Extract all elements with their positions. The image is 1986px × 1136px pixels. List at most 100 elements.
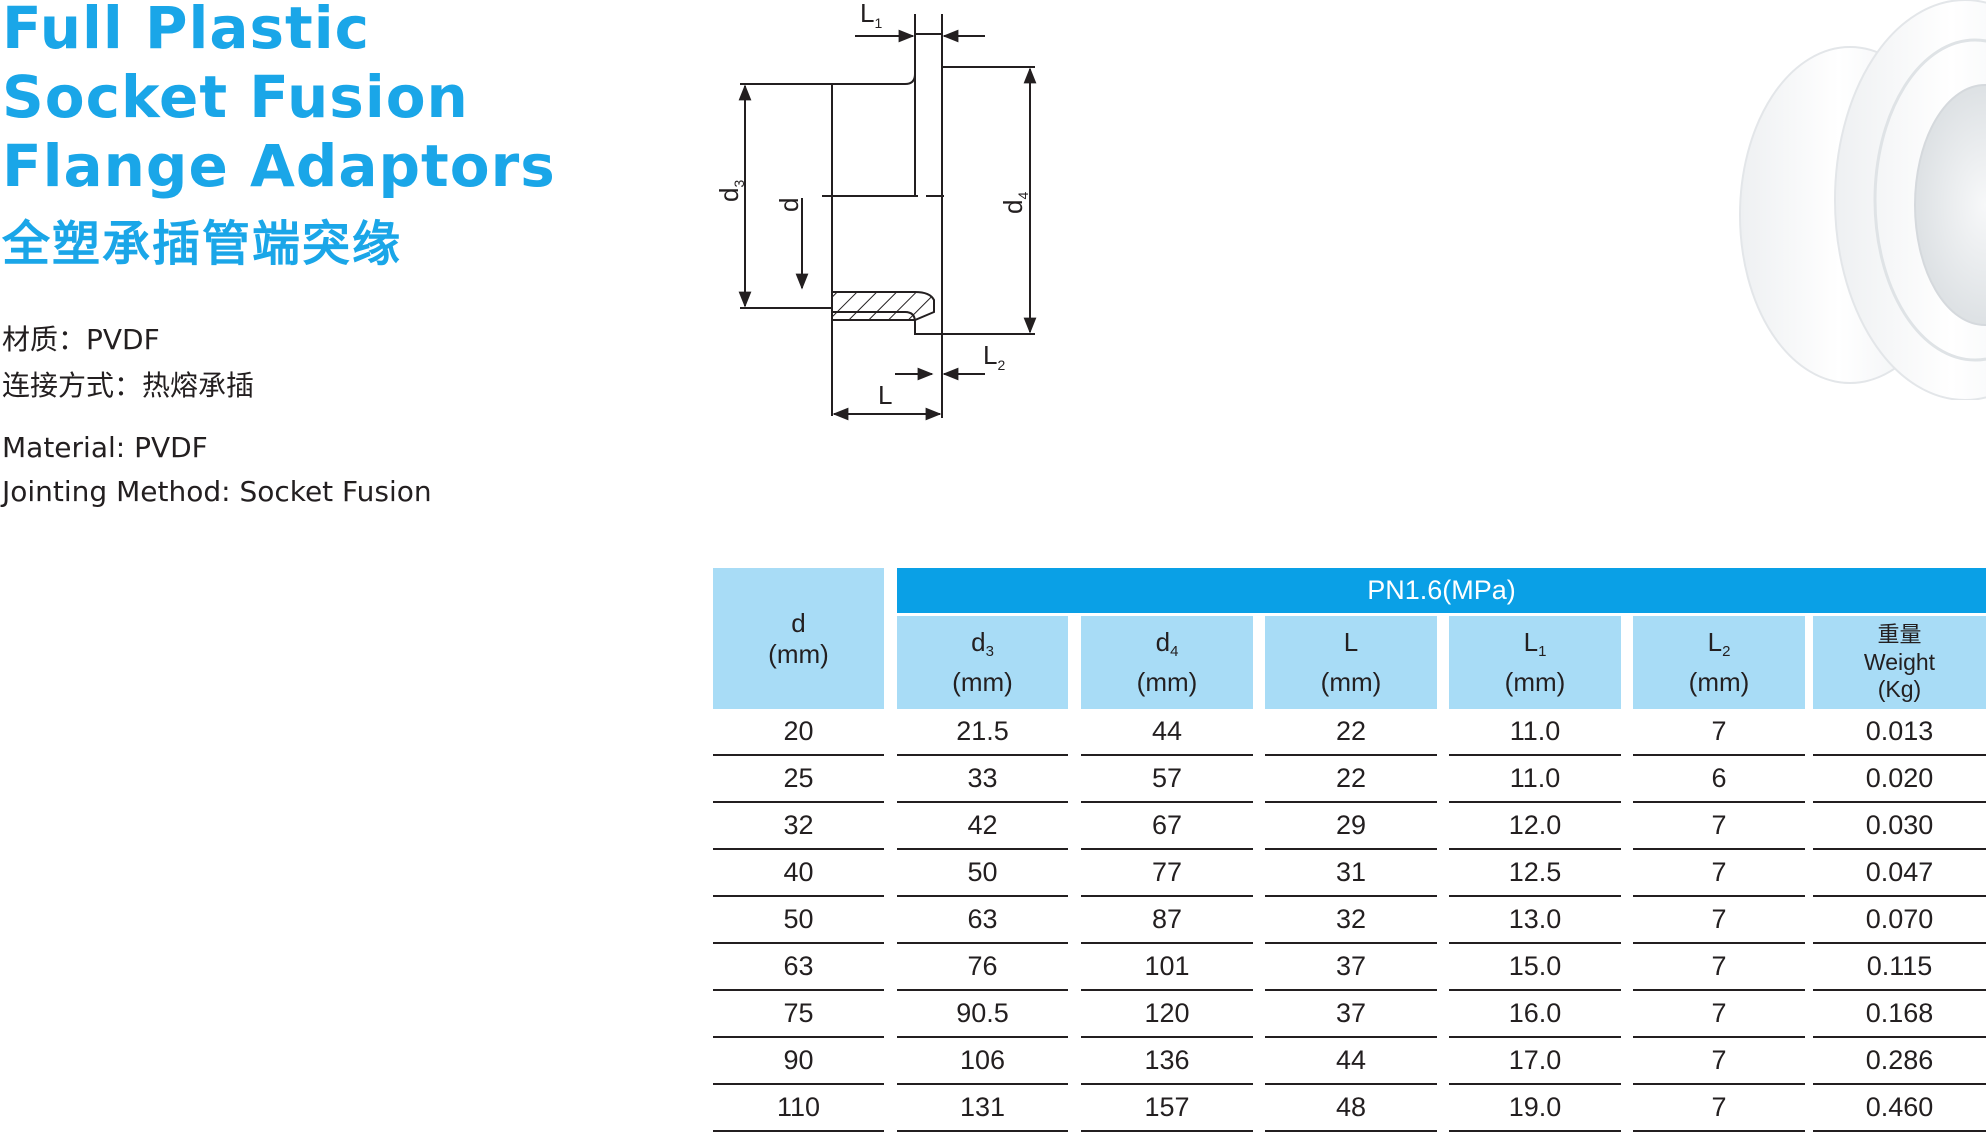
table-cell: 76 <box>897 944 1068 991</box>
product-photo <box>1739 0 1986 400</box>
table-cell: 37 <box>1265 991 1437 1038</box>
table-cell: 40 <box>713 850 884 897</box>
table-cell: 22 <box>1265 756 1437 803</box>
table-cell: 29 <box>1265 803 1437 850</box>
table-cell: 7 <box>1633 850 1805 897</box>
table-cell: 0.047 <box>1813 850 1986 897</box>
table-cell: 0.115 <box>1813 944 1986 991</box>
table-cell: 87 <box>1081 897 1253 944</box>
table-cell: 6 <box>1633 756 1805 803</box>
material-cn: 材质：PVDF <box>2 323 160 356</box>
header-col-symbol: L <box>1343 627 1359 657</box>
product-title-cn: 全塑承插管端突缘 <box>2 216 403 272</box>
table-cell: 11.0 <box>1449 756 1621 803</box>
table-cell: 0.168 <box>1813 991 1986 1038</box>
label-d4: d4 <box>998 192 1031 214</box>
product-title-en: Full Plastic Socket Fusion Flange Adapto… <box>2 0 556 201</box>
table-cell: 131 <box>897 1085 1068 1132</box>
table-cell: 19.0 <box>1449 1085 1621 1132</box>
table-cell: 0.020 <box>1813 756 1986 803</box>
title-line-3: Flange Adaptors <box>2 132 556 200</box>
header-col-symbol: L2 <box>1707 627 1731 660</box>
table-cell: 20 <box>713 709 884 756</box>
header-d-unit: (mm) <box>768 638 829 669</box>
header-col-unit: (mm) <box>1688 667 1750 697</box>
header-col-2: L (mm) <box>1265 616 1437 709</box>
material-en: Material: PVDF <box>2 431 208 464</box>
table-cell: 15.0 <box>1449 944 1621 991</box>
header-weight: 重量 Weight (Kg) <box>1813 616 1986 709</box>
table-cell: 37 <box>1265 944 1437 991</box>
table-cell: 22 <box>1265 709 1437 756</box>
title-line-1: Full Plastic <box>2 0 371 62</box>
label-L: L <box>878 380 892 410</box>
header-d-main: d <box>791 607 806 638</box>
header-col-unit: (mm) <box>952 667 1013 697</box>
table-cell: 7 <box>1633 897 1805 944</box>
table-cell: 77 <box>1081 850 1253 897</box>
jointing-method-cn: 连接方式：热熔承插 <box>2 369 255 402</box>
table-cell: 44 <box>1265 1038 1437 1085</box>
table-cell: 120 <box>1081 991 1253 1038</box>
label-L1: L1 <box>860 0 882 31</box>
table-cell: 0.070 <box>1813 897 1986 944</box>
table-cell: 0.460 <box>1813 1085 1986 1132</box>
table-cell: 110 <box>713 1085 884 1132</box>
header-col-4: L2 (mm) <box>1633 616 1805 709</box>
header-d: d (mm) <box>713 568 884 709</box>
table-cell: 32 <box>713 803 884 850</box>
table-cell: 50 <box>713 897 884 944</box>
header-col-symbol: L1 <box>1523 627 1547 660</box>
table-cell: 0.286 <box>1813 1038 1986 1085</box>
pressure-header: PN1.6(MPa) <box>897 568 1986 613</box>
header-col-unit: (mm) <box>1320 667 1382 697</box>
dimension-lines <box>738 29 1037 421</box>
table-cell: 90.5 <box>897 991 1068 1038</box>
header-col-unit: (mm) <box>1504 667 1566 697</box>
table-cell: 21.5 <box>897 709 1068 756</box>
table-cell: 50 <box>897 850 1068 897</box>
hatched-section <box>831 291 935 321</box>
header-weight-unit: (Kg) <box>1877 676 1922 702</box>
table-cell: 67 <box>1081 803 1253 850</box>
label-d3: d3 <box>714 180 747 202</box>
table-cell: 7 <box>1633 1038 1805 1085</box>
table-cell: 12.0 <box>1449 803 1621 850</box>
table-cell: 16.0 <box>1449 991 1621 1038</box>
flange-adaptor-drawing: L1 d3 d d4 L2 L <box>714 0 1037 421</box>
header-col-symbol: d4 <box>1155 627 1179 660</box>
table-cell: 33 <box>897 756 1068 803</box>
table-cell: 13.0 <box>1449 897 1621 944</box>
table-cell: 17.0 <box>1449 1038 1621 1085</box>
table-cell: 42 <box>897 803 1068 850</box>
header-col-unit: (mm) <box>1136 667 1198 697</box>
specification-table: d (mm) PN1.6(MPa) d3 (mm) d4 (mm) L (mm) L1 (mm… <box>713 568 1986 1136</box>
header-col-symbol: d3 <box>971 627 994 660</box>
header-col-0: d3 (mm) <box>897 616 1068 709</box>
table-cell: 63 <box>897 897 1068 944</box>
table-cell: 44 <box>1081 709 1253 756</box>
table-cell: 7 <box>1633 944 1805 991</box>
table-cell: 7 <box>1633 803 1805 850</box>
table-cell: 101 <box>1081 944 1253 991</box>
table-cell: 75 <box>713 991 884 1038</box>
table-cell: 0.013 <box>1813 709 1986 756</box>
table-cell: 0.030 <box>1813 803 1986 850</box>
header-weight-cn: 重量 <box>1877 623 1922 648</box>
title-line-2: Socket Fusion <box>2 63 469 131</box>
table-cell: 48 <box>1265 1085 1437 1132</box>
table-cell: 136 <box>1081 1038 1253 1085</box>
table-cell: 31 <box>1265 850 1437 897</box>
table-cell: 7 <box>1633 709 1805 756</box>
table-cell: 63 <box>713 944 884 991</box>
jointing-method-en: Jointing Method: Socket Fusion <box>2 475 432 508</box>
header-col-1: d4 (mm) <box>1081 616 1253 709</box>
table-cell: 7 <box>1633 1085 1805 1132</box>
